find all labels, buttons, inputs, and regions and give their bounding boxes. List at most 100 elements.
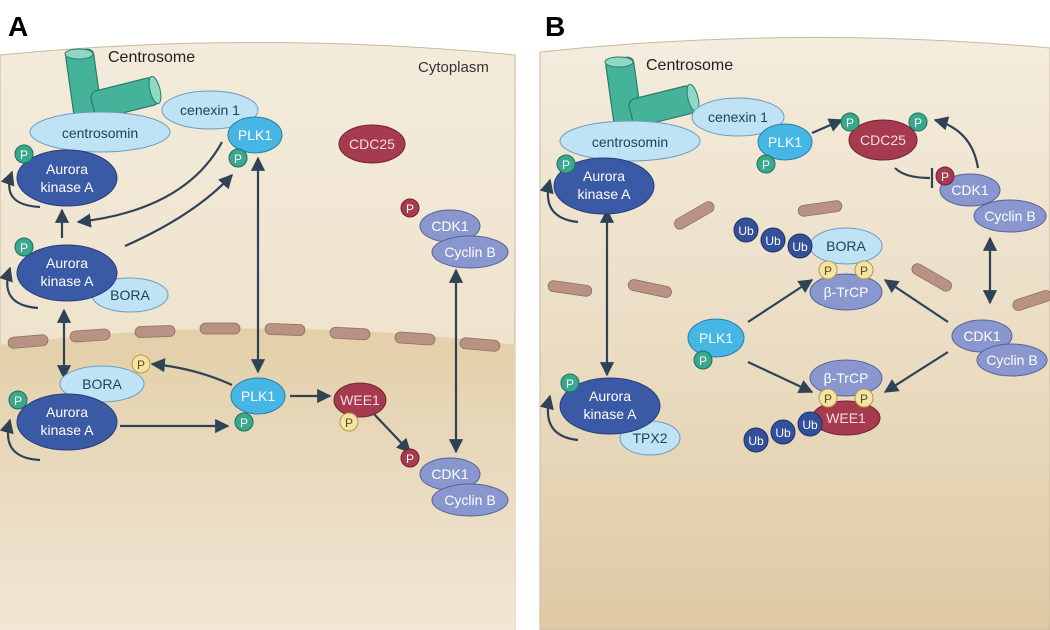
phospho-badge [854,388,874,408]
phospho-label: P [234,152,242,166]
panel-a-letter: A [8,11,28,42]
nucleus-a [0,328,515,630]
phospho-label: P [137,358,145,372]
arrow [811,118,844,135]
phospho-badge [339,412,359,432]
phospho-label: P [562,158,570,172]
plk1-label: PLK1 [768,134,802,150]
cenexin-ellipse [691,97,785,137]
aurora-kinase-a-top-b [553,157,655,215]
envelope-segment [264,323,306,336]
nuclear-envelope-a [7,322,501,352]
plk1-center-b [687,318,745,358]
arrow [124,173,233,248]
envelope-segment [199,322,241,335]
phospho-label: P [14,394,22,408]
panel-a: A Centrosome Cytoplasm [0,11,516,630]
nuclear-envelope-fragments-b [547,200,1050,311]
envelope-fragment [547,280,593,297]
plk1-top [227,116,283,154]
aurora-line1: Aurora [46,161,88,177]
phospho-badge [14,144,34,164]
arrow [883,279,949,323]
btrcp-bottom-ellipse [809,359,883,397]
phospho-badge [400,198,420,218]
plk1-label: PLK1 [241,388,275,404]
phospho-badge [14,237,34,257]
phospho-badge [228,148,248,168]
phospho-label: P [406,202,414,216]
cdc25-label: CDC25 [349,136,395,152]
btrcp-label: β-TrCP [824,284,869,300]
centrosomin-label: centrosomin [62,125,138,141]
centriole-end [148,75,162,105]
phospho-badge [818,260,838,280]
btrcp-label: β-TrCP [824,370,869,386]
cdk1-label: CDK1 [431,466,469,482]
phospho-badge [818,388,838,408]
arrow [933,116,980,169]
aurora-line2: kinase A [578,186,632,202]
aurora-line1: Aurora [46,404,88,420]
inhibition-b [894,167,934,188]
tpx2-label: TPX2 [632,430,667,446]
envelope-fragment [1012,290,1050,311]
ub-label: Ub [775,426,791,440]
phospho-label: P [860,264,868,278]
panel-b-letter: B [545,11,565,42]
arrow [883,351,949,393]
aurora-line2: kinase A [41,179,95,195]
cenexin-label: cenexin 1 [708,109,768,125]
auto-loops-b [539,178,579,442]
centrosomin-label: centrosomin [592,134,668,150]
phospho-label: P [846,116,854,130]
phospho-badge [8,390,28,410]
aurora-line1: Aurora [589,388,631,404]
ubiquitin-badge [797,411,823,437]
cyclin-b-top-ellipse [431,235,509,269]
panel-b: B Centrosome [539,11,1050,630]
envelope-segment [394,331,436,346]
aurora-kinase-a-middle [16,244,118,302]
cenexin-label: cenexin 1 [180,102,240,118]
arrow [747,279,814,323]
plk1-centrosome-b [757,123,813,161]
cdk1-top-b [939,173,1001,207]
phospho-badge [840,112,860,132]
plk1-nuclear [230,377,286,415]
cyclin-b-right-b [976,343,1048,377]
autophosphorylation-arrow [0,170,41,209]
phospho-label: P [699,354,707,368]
envelope-segment [329,326,371,341]
phospho-badge [560,373,580,393]
molecules-b: cenexin 1 centrosomin PLK1 P Aurora kina… [553,97,1048,456]
wee1-label: WEE1 [826,410,866,426]
phospho-label: P [824,264,832,278]
plk1-label: PLK1 [238,127,272,143]
cdk1-label: CDK1 [963,328,1001,344]
cdc25-label: CDC25 [860,132,906,148]
bora-label: BORA [826,238,866,254]
envelope-segment [134,325,176,338]
autophosphorylation-arrow [0,418,41,462]
envelope-fragment [674,201,715,230]
ubiquitin-badge [743,427,769,453]
cyclin-b-label: Cyclin B [444,244,495,260]
centrosome-b [604,56,700,132]
ub-label: Ub [802,418,818,432]
phospho-badge [556,154,576,174]
centrosomin-ellipse [29,111,171,153]
centriole-top [64,48,94,60]
aurora-line2: kinase A [41,273,95,289]
ub-label: Ub [738,224,754,238]
ubiquitin-badge [770,419,796,445]
wee1-ellipse [333,382,387,418]
phospho-label: P [914,116,922,130]
autophosphorylation-arrow [539,394,579,442]
ub-label: Ub [792,240,808,254]
aurora-kinase-a-bottom [16,393,118,451]
aurora-line2: kinase A [41,422,95,438]
phospho-badge [908,112,928,132]
centrosome-a [64,48,162,124]
plk1-label: PLK1 [699,330,733,346]
